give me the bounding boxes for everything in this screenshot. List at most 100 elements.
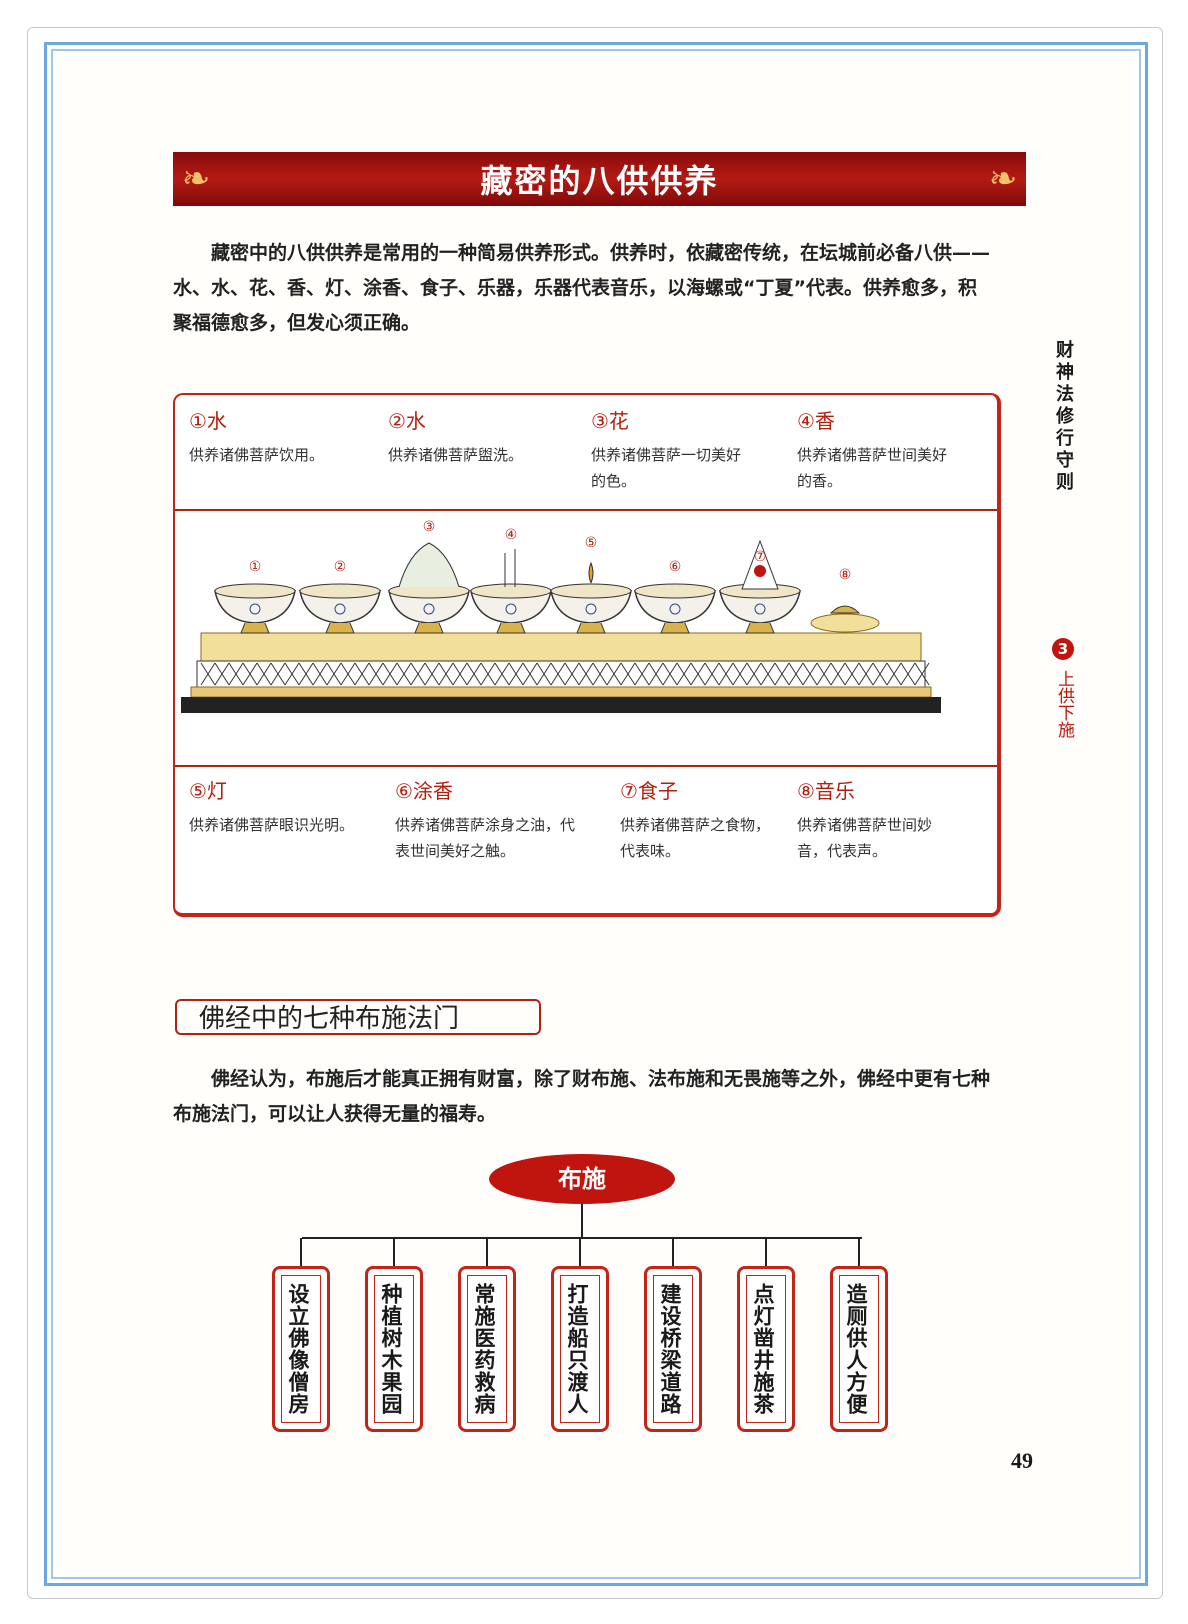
lattice-pattern (592, 662, 608, 686)
lattice-pattern (536, 662, 552, 686)
offering-item: ④香供养诸佛菩萨世间美好的香。 (797, 405, 957, 494)
offering-bowl (214, 583, 296, 634)
lattice-pattern (802, 662, 818, 686)
offering-desc: 供养诸佛菩萨盥洗。 (388, 446, 524, 464)
ornament-icon: ❧ (181, 159, 211, 199)
lattice-pattern (256, 662, 272, 686)
offering-item: ①水供养诸佛菩萨饮用。 (189, 405, 364, 468)
lattice-pattern (872, 662, 888, 686)
page-outer-border (27, 27, 1163, 1599)
offering-label: ④香 (797, 409, 835, 433)
offering-item: ⑤灯供养诸佛菩萨眼识光明。 (189, 775, 384, 838)
branch-node: 常施医药救病 (458, 1266, 516, 1432)
offering-item: ③花供养诸佛菩萨一切美好的色。 (591, 405, 751, 494)
subsection-paragraph: 佛经认为，布施后才能真正拥有财富，除了财布施、法布施和无畏施等之外，佛经中更有七… (173, 1062, 995, 1132)
offering-label: ⑤灯 (189, 779, 227, 803)
offering-bowl (388, 542, 470, 634)
offering-item: ⑧音乐供养诸佛菩萨世间妙音，代表声。 (797, 775, 957, 864)
lattice-pattern (410, 662, 426, 686)
lattice-pattern (690, 662, 706, 686)
book-section-label: 财神法修行守则 (1053, 340, 1074, 494)
offering-desc: 供养诸佛菩萨眼识光明。 (189, 816, 355, 834)
lattice-pattern (298, 662, 314, 686)
branch-node: 造厕供人方便 (830, 1266, 888, 1432)
branch-label: 建设桥梁道路 (653, 1275, 693, 1423)
branch-label: 打造船只渡人 (560, 1275, 600, 1423)
offering-bowl (470, 549, 552, 634)
lattice-pattern (354, 662, 370, 686)
offering-item: ⑦食子供养诸佛菩萨之食物，代表味。 (620, 775, 780, 864)
lattice-pattern (788, 662, 804, 686)
offering-bowl (550, 561, 632, 634)
offering-label: ⑦食子 (620, 779, 678, 803)
branch-node: 建设桥梁道路 (644, 1266, 702, 1432)
lattice-pattern (368, 662, 384, 686)
branch-label: 点灯凿井施茶 (746, 1275, 786, 1423)
illustration-marker: ⑥ (669, 559, 682, 575)
lattice-pattern (774, 662, 790, 686)
illustration-marker: ③ (423, 519, 436, 535)
offering-desc: 供养诸佛菩萨世间妙音，代表声。 (797, 816, 933, 860)
lattice-pattern (578, 662, 594, 686)
lattice-pattern (326, 662, 342, 686)
illustration-marker: ⑤ (585, 535, 598, 551)
lattice-pattern (816, 662, 832, 686)
offering-label: ①水 (189, 409, 227, 433)
illustration-marker: ② (334, 559, 347, 575)
lattice-pattern (746, 662, 762, 686)
branch-node: 打造船只渡人 (551, 1266, 609, 1432)
lattice-pattern (718, 662, 734, 686)
lattice-pattern (508, 662, 524, 686)
offering-item: ②水供养诸佛菩萨盥洗。 (388, 405, 563, 468)
page-number: 49 (1011, 1448, 1033, 1473)
ornament-icon: ❧ (988, 159, 1018, 199)
lattice-pattern (200, 662, 216, 686)
subsection-title: 佛经中的七种布施法门 (175, 999, 541, 1035)
lattice-pattern (214, 662, 230, 686)
lattice-pattern (284, 662, 300, 686)
lattice-pattern (438, 662, 454, 686)
lattice-pattern (424, 662, 440, 686)
offering-bowl (810, 605, 880, 633)
offering-bowl (634, 583, 716, 634)
lattice-pattern (312, 662, 328, 686)
branch-label: 造厕供人方便 (839, 1275, 879, 1423)
offering-bowl (719, 539, 801, 634)
lattice-pattern (452, 662, 468, 686)
illustration-marker: ① (249, 559, 262, 575)
lattice-pattern (662, 662, 678, 686)
root-node: 布施 (489, 1154, 675, 1204)
lattice-pattern (494, 662, 510, 686)
lattice-pattern (760, 662, 776, 686)
lattice-pattern (830, 662, 846, 686)
lattice-pattern (900, 662, 916, 686)
lattice-pattern (228, 662, 244, 686)
lattice-pattern (732, 662, 748, 686)
section-banner: ❧ 藏密的八供供养 ❧ (173, 152, 1026, 206)
lattice-pattern (606, 662, 622, 686)
offering-label: ⑧音乐 (797, 779, 855, 803)
lattice-pattern (676, 662, 692, 686)
lattice-pattern (396, 662, 412, 686)
intro-paragraph: 藏密中的八供供养是常用的一种简易供养形式。供养时，依藏密传统，在坛城前必备八供—… (173, 236, 995, 341)
section-title: 藏密的八供供养 (480, 162, 719, 200)
divider (175, 509, 997, 511)
lattice-pattern (844, 662, 860, 686)
illustration-marker: ⑦ (754, 549, 767, 565)
branch-node: 点灯凿井施茶 (737, 1266, 795, 1432)
lattice-pattern (564, 662, 580, 686)
offering-bowl (299, 583, 381, 634)
offering-desc: 供养诸佛菩萨之食物，代表味。 (620, 816, 771, 860)
offering-desc: 供养诸佛菩萨一切美好的色。 (591, 446, 742, 490)
lattice-pattern (886, 662, 902, 686)
chapter-badge: 3 (1050, 636, 1076, 661)
lattice-pattern (522, 662, 538, 686)
divider (175, 765, 997, 767)
lattice-pattern (242, 662, 258, 686)
lattice-pattern (914, 662, 930, 686)
illustration-marker: ⑧ (839, 567, 852, 583)
offering-item: ⑥涂香供养诸佛菩萨涂身之油，代表世间美好之触。 (395, 775, 585, 864)
lattice-pattern (382, 662, 398, 686)
lattice-pattern (858, 662, 874, 686)
lattice-pattern (648, 662, 664, 686)
